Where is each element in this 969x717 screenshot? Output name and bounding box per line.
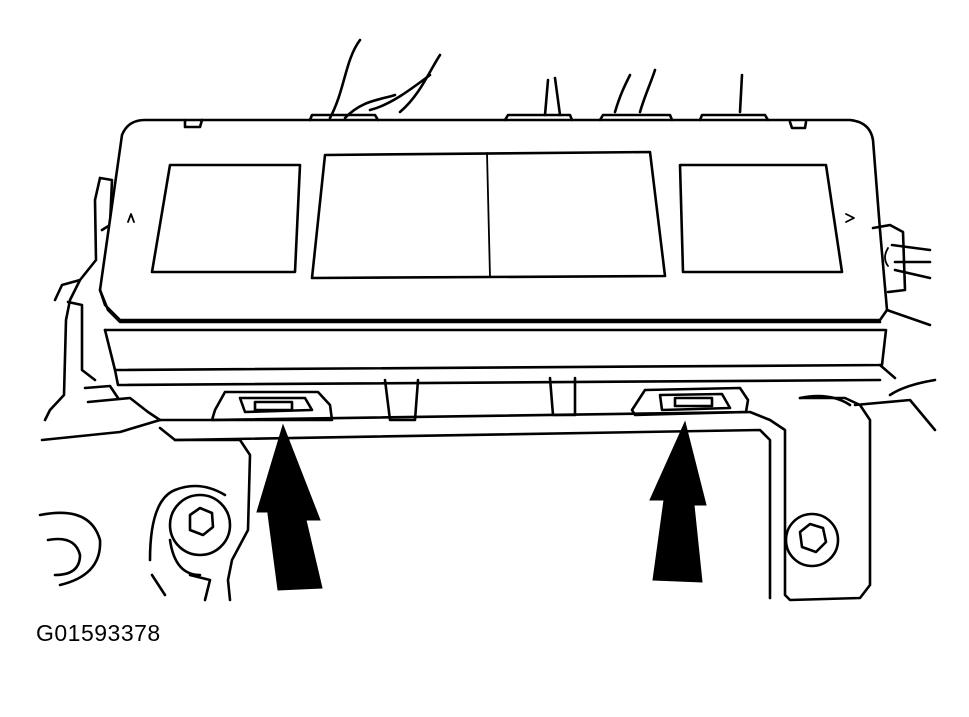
figure-id-label: G01593378 xyxy=(36,620,161,646)
module-housing xyxy=(98,113,932,387)
callout-arrows xyxy=(256,420,707,591)
arrow-up-icon xyxy=(649,420,707,583)
retaining-clips xyxy=(210,376,750,422)
wiring-harness xyxy=(328,38,744,120)
left-bracket xyxy=(40,176,162,442)
mounting-bracket xyxy=(38,378,937,602)
arrow-up-icon xyxy=(256,423,323,591)
